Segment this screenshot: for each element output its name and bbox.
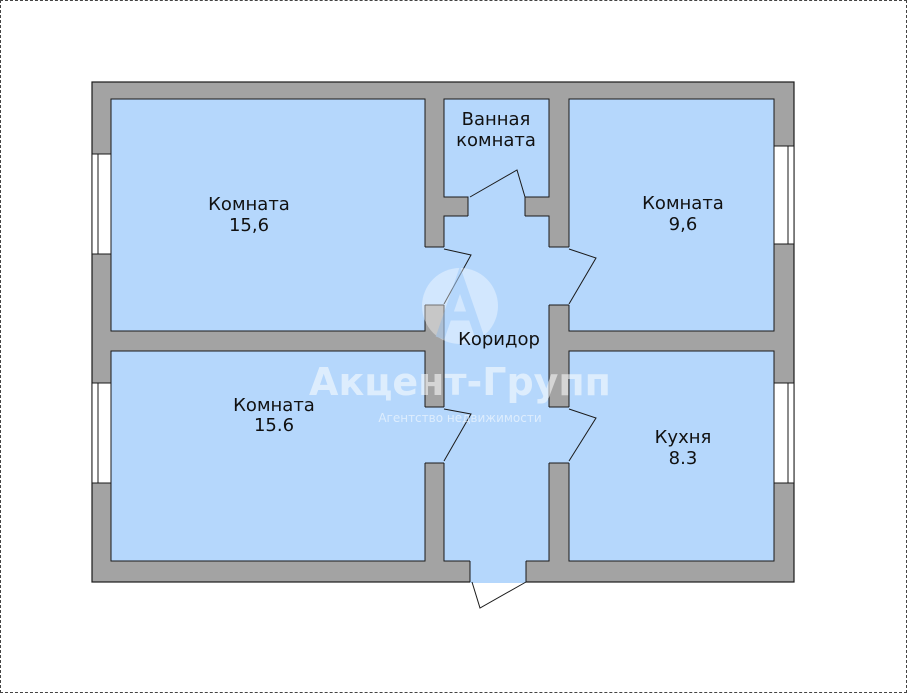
kitchen-area: 8.3 — [669, 448, 698, 469]
door-leaf-kitchen — [568, 408, 597, 462]
windows — [91, 145, 795, 484]
window-bottom-left — [91, 382, 112, 484]
door-gap-top-right — [548, 247, 570, 305]
window-top-left — [91, 153, 112, 255]
window-kitchen — [773, 382, 795, 484]
room-bottom-left-area: 15.6 — [254, 415, 294, 436]
room-top-right-area: 9,6 — [669, 214, 698, 235]
room-top-left-name: Комната — [208, 194, 290, 215]
room-top-right-floor — [568, 98, 775, 332]
window-top-right — [773, 145, 795, 245]
door-leaf-entrance — [471, 581, 527, 609]
room-top-left-area: 15,6 — [229, 215, 269, 236]
bathroom-floor — [443, 98, 550, 198]
bathroom-name-line1: Ванная — [462, 109, 531, 130]
room-top-left-floor — [110, 98, 426, 332]
watermark: Акцент-Групп Агентство недвижимости — [309, 266, 611, 425]
watermark-brand: Акцент-Групп — [309, 360, 611, 404]
bathroom-name-line2: комната — [456, 130, 536, 151]
watermark-logo-icon — [422, 266, 498, 344]
door-leaf-top-right — [568, 248, 597, 305]
door-gap-top-left — [424, 247, 445, 305]
door-gap-bath — [468, 196, 525, 217]
door-leaf-bottom-left — [443, 408, 472, 462]
room-top-right-name: Комната — [642, 193, 724, 214]
watermark-tagline: Агентство недвижимости — [378, 411, 541, 425]
kitchen-floor — [568, 350, 775, 562]
door-gap-bottom-left — [424, 407, 445, 463]
kitchen-name: Кухня — [655, 427, 712, 448]
corridor-name: Коридор — [458, 329, 540, 350]
door-gap-entrance — [470, 560, 526, 583]
door-leaf-bath — [469, 169, 526, 198]
room-bottom-left-floor — [110, 350, 426, 562]
room-bottom-left-name: Комната — [233, 395, 315, 416]
door-gap-kitchen — [548, 407, 570, 463]
